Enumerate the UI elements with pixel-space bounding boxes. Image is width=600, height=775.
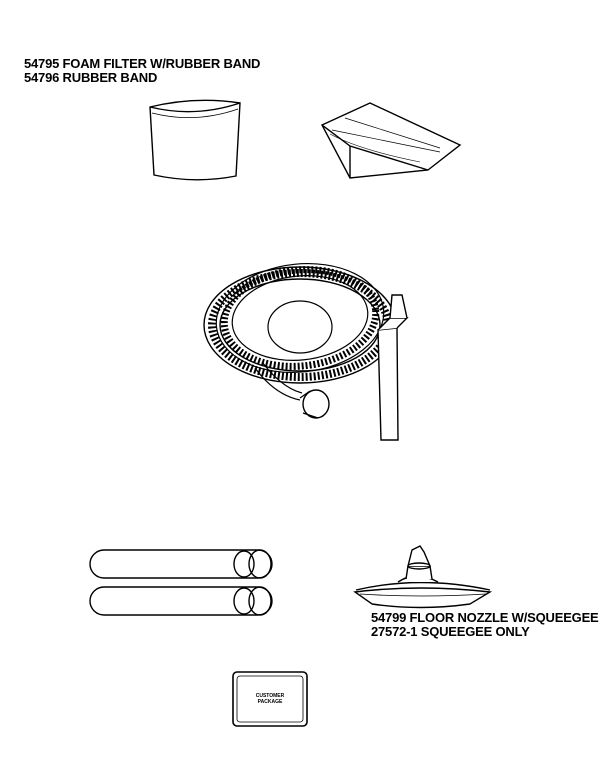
extension-wand-illustration-2 bbox=[89, 586, 273, 616]
rubber-band-label: 54796 RUBBER BAND bbox=[24, 70, 158, 85]
customer-package-text: CUSTOMER PACKAGE bbox=[240, 693, 300, 705]
foam-filter-illustration bbox=[149, 99, 241, 181]
squeegee-label: 27572-1 SQUEEGEE ONLY bbox=[371, 624, 530, 639]
extension-wand-illustration-1 bbox=[89, 549, 273, 579]
floor-nozzle-illustration bbox=[353, 545, 493, 609]
rubber-band-illustration bbox=[321, 102, 462, 179]
hose-illustration bbox=[203, 262, 409, 441]
package-line-2: PACKAGE bbox=[257, 699, 283, 705]
customer-package-illustration bbox=[232, 671, 308, 727]
foam-filter-label: 54795 FOAM FILTER W/RUBBER BAND bbox=[24, 56, 261, 71]
floor-nozzle-label: 54799 FLOOR NOZZLE W/SQUEEGEE bbox=[371, 610, 599, 625]
package-line-1: CUSTOMER bbox=[255, 693, 285, 699]
